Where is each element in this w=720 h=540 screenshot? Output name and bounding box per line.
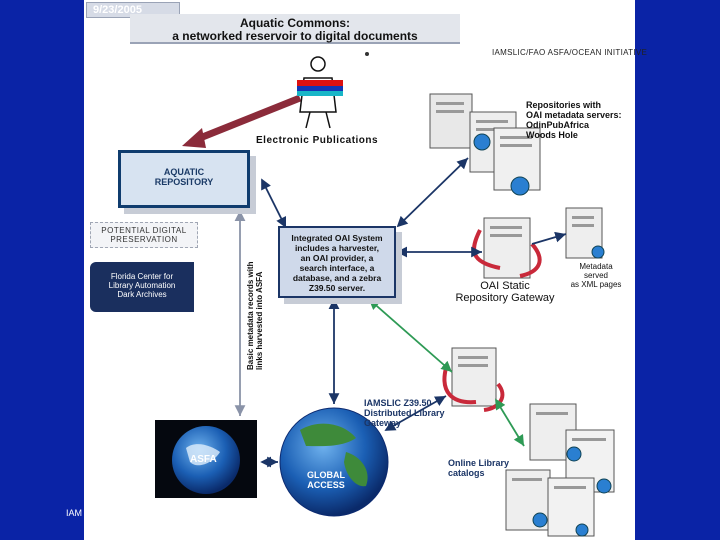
server-gateway: [472, 217, 542, 279]
aquatic-repository-box: AQUATIC REPOSITORY: [118, 150, 250, 208]
arrow-repo-oai: [261, 178, 287, 229]
server-metadata: [565, 207, 605, 259]
aquatic-repository-line-2: REPOSITORY: [154, 177, 214, 187]
title-box: Aquatic Commons: a networked reservoir t…: [130, 14, 460, 44]
repositories-label: Repositories with OAI metadata servers: …: [526, 100, 622, 140]
catalogs-line-1: Online Library: [448, 458, 510, 468]
initiative-label: IAMSLIC/FAO ASFA/OCEAN INITIATIVE: [492, 48, 648, 57]
asfa-image: [155, 420, 257, 498]
vertical-line-1: Basic metadata records with: [246, 261, 255, 370]
fcla-line-3: Dark Archives: [117, 290, 167, 299]
fcla-line-2: Library Automation: [108, 281, 176, 290]
big-arrow: [182, 94, 302, 148]
potential-line-2: PRESERVATION: [110, 235, 178, 244]
global-line-1: GLOBAL: [307, 470, 345, 480]
oai-system-box: Integrated OAI System includes a harvest…: [278, 226, 396, 298]
catalogs-line-2: catalogs: [448, 468, 485, 478]
arrow-gateway-metadata: [531, 231, 567, 245]
potential-line-1: POTENTIAL DIGITAL: [101, 226, 187, 235]
vertical-arrow-label: Basic metadata records with links harves…: [246, 230, 264, 370]
iamslic-line-1: IAMSLIC Z39.50: [364, 398, 432, 408]
global-line-2: ACCESS: [307, 480, 345, 490]
arrow-global-iamslic: [384, 395, 447, 431]
server-iamslic: [442, 347, 505, 412]
oai-line-6: Z39.50 server.: [308, 283, 366, 293]
repositories-line-4: Woods Hole: [526, 130, 578, 140]
oai-line-3: an OAI provider, a: [300, 253, 374, 263]
repositories-line-2: OAI metadata servers:: [526, 110, 622, 120]
server-group-catalogs: [505, 403, 615, 537]
aquatic-repository-line-1: AQUATIC: [163, 167, 205, 177]
arrow-iamslic-catalogs: [495, 398, 525, 447]
arrow-oai-iamslic: [368, 298, 453, 373]
metadata-label: Metadata served as XML pages: [560, 262, 632, 289]
oai-line-5: database, and a zebra: [292, 273, 382, 283]
gateway-line-2: Repository Gateway: [455, 292, 555, 304]
global-access-label: GLOBAL ACCESS: [304, 470, 348, 490]
iamslic-line-3: Gateway: [364, 418, 402, 428]
server-group-repos: [429, 93, 541, 196]
person-icon: [297, 56, 343, 129]
arrow-oai-repos: [396, 157, 469, 228]
title-line-2: a networked reservoir to digital documen…: [172, 29, 418, 43]
oai-line-4: search interface, a: [299, 263, 375, 273]
repositories-line-3: OdinPubAfrica: [526, 120, 590, 130]
metadata-line-2: served: [583, 271, 608, 280]
vertical-line-2: links harvested into ASFA: [255, 271, 264, 370]
repositories-line-1: Repositories with: [526, 100, 602, 110]
iamslic-label: IAMSLIC Z39.50 Distributed Library Gatew…: [364, 398, 445, 428]
global-access-globe: [279, 407, 389, 517]
oai-line-1: Integrated OAI System: [291, 233, 383, 243]
catalogs-label: Online Library catalogs: [448, 458, 509, 478]
title-line-1: Aquatic Commons:: [239, 16, 350, 30]
metadata-line-3: as XML pages: [570, 280, 622, 289]
bullet-dot: [365, 52, 369, 56]
fcla-archives-box: Florida Center for Library Automation Da…: [90, 262, 194, 312]
fcla-line-1: Florida Center for: [110, 272, 174, 281]
gateway-label: OAI Static Repository Gateway: [450, 280, 560, 304]
gateway-line-1: OAI Static: [480, 280, 530, 292]
metadata-line-1: Metadata: [579, 262, 613, 271]
asfa-label: ASFA: [190, 454, 217, 465]
footer-text: IAM: [66, 508, 83, 518]
potential-preservation-box: POTENTIAL DIGITAL PRESERVATION: [90, 222, 198, 248]
electronic-publications-label: Electronic Publications: [256, 135, 379, 146]
iamslic-line-2: Distributed Library: [364, 408, 445, 418]
oai-line-2: includes a harvester,: [294, 243, 380, 253]
